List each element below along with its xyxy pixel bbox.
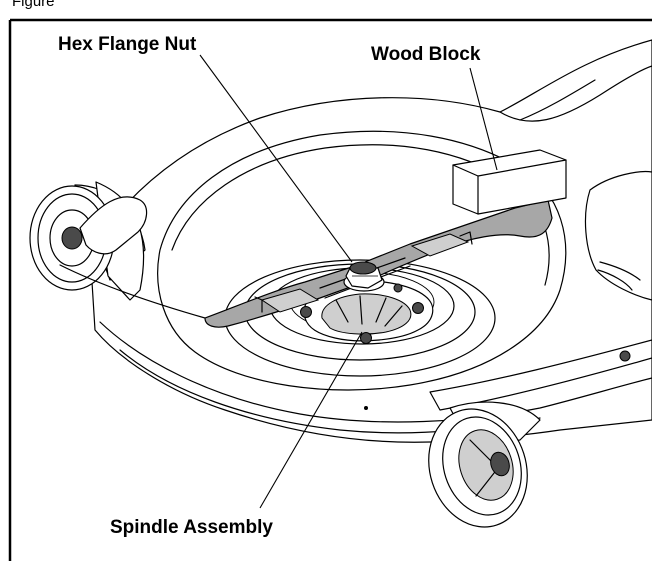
label-hex-flange-nut: Hex Flange Nut	[58, 34, 197, 55]
leader-spindle-assembly	[259, 331, 363, 509]
wheel-hub-icon	[490, 451, 510, 477]
figure-caption-fragment: Figure	[12, 0, 55, 10]
label-wood-block: Wood Block	[371, 44, 481, 65]
spindle-bolt-icon	[360, 332, 372, 344]
front-wheel	[428, 401, 541, 528]
callout-leaders	[199, 54, 498, 509]
wheel-hub-icon	[61, 226, 83, 250]
leader-wood-block	[469, 67, 498, 171]
leader-hex-flange-nut	[199, 54, 353, 263]
spindle-assembly	[300, 280, 434, 344]
wood-block	[452, 149, 567, 215]
hex-flange-nut	[343, 261, 385, 292]
spindle-bolt-icon	[300, 306, 312, 318]
left-wheel	[29, 181, 206, 319]
figure-frame	[8, 18, 652, 561]
spindle-bolt-icon	[412, 302, 424, 314]
label-spindle-assembly: Spindle Assembly	[110, 517, 273, 538]
mower-deck	[89, 39, 652, 443]
